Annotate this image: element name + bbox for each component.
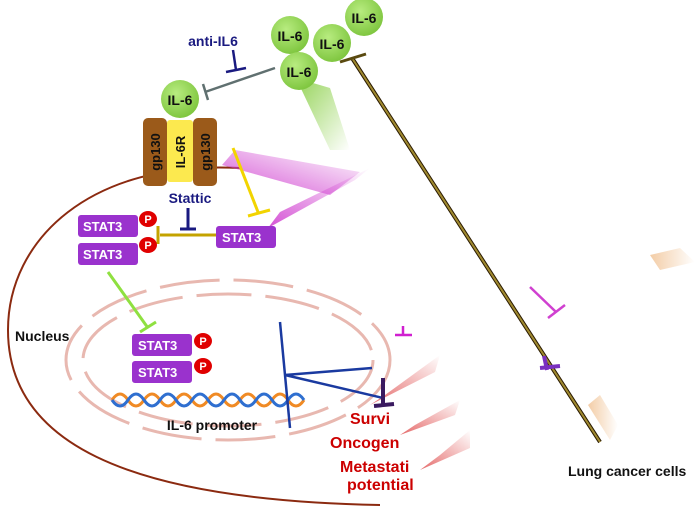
receptor-complex	[143, 118, 217, 186]
outcome-oncogenesis: Oncogen	[330, 435, 399, 452]
il6-ball	[345, 0, 383, 36]
il6-label: IL-6	[320, 36, 345, 52]
stattic-label: Stattic	[169, 190, 212, 206]
receptor-to-stat3-arrow	[231, 147, 260, 213]
il6-label: IL-6	[278, 28, 303, 44]
comet-tails	[222, 78, 695, 470]
stat3-label: STAT3	[83, 247, 122, 262]
outcome-metastatic-line2: potential	[347, 477, 414, 494]
cell-type-label: Lung cancer cells	[568, 463, 686, 479]
il6r-label: IL-6R	[173, 135, 188, 168]
stat3-label: STAT3	[222, 230, 261, 245]
phospho-badge	[194, 333, 212, 349]
il6-ball	[280, 52, 318, 90]
phospho-badge	[139, 211, 157, 227]
gp130-right-label: gp130	[198, 133, 213, 171]
nucleus-envelope	[64, 278, 392, 442]
cytoplasmic-stat3-dimer	[78, 211, 157, 265]
transcription-lines	[278, 321, 384, 429]
nucleus-label: Nucleus	[15, 328, 70, 344]
dna-helix	[110, 392, 306, 408]
anti-il6-label: anti-IL6	[188, 33, 238, 49]
promoter-label: IL-6 promoter	[167, 417, 258, 433]
il6-label: IL-6	[287, 64, 312, 80]
nuclear-stat3-dimer	[132, 333, 212, 383]
outcome-metastatic-line1: Metastati	[340, 459, 409, 476]
il6r	[167, 120, 193, 182]
phospho-label: P	[199, 336, 206, 348]
il6-ball	[313, 24, 351, 62]
il6-label: IL-6	[168, 92, 193, 108]
il6-label: IL-6	[352, 10, 377, 26]
stat3-label: STAT3	[138, 338, 177, 353]
phospho-label: P	[144, 214, 151, 226]
phospho-label: P	[144, 240, 151, 252]
phospho-badge	[139, 237, 157, 253]
anti-il6-block-line	[204, 66, 276, 94]
outcome-survival: Survi	[350, 411, 390, 428]
inhibitor-mark	[529, 286, 557, 313]
phospho-badge	[194, 358, 212, 374]
il6-ligand-cluster	[161, 0, 383, 118]
anti-il6-arrow	[231, 49, 238, 71]
stat3-monomer	[216, 226, 276, 248]
cell-membrane	[6, 166, 381, 506]
phospho-label: P	[199, 361, 206, 373]
stat3-label: STAT3	[138, 365, 177, 380]
stat3-label: STAT3	[83, 219, 122, 234]
gp130-right	[193, 118, 217, 186]
inhibitor-mark	[539, 364, 561, 370]
il6-ball	[271, 16, 309, 54]
gp130-left	[143, 118, 167, 186]
nuclear-translocation-arrow	[106, 271, 150, 329]
gp130-left-label: gp130	[148, 133, 163, 171]
il6-ball	[161, 80, 199, 118]
